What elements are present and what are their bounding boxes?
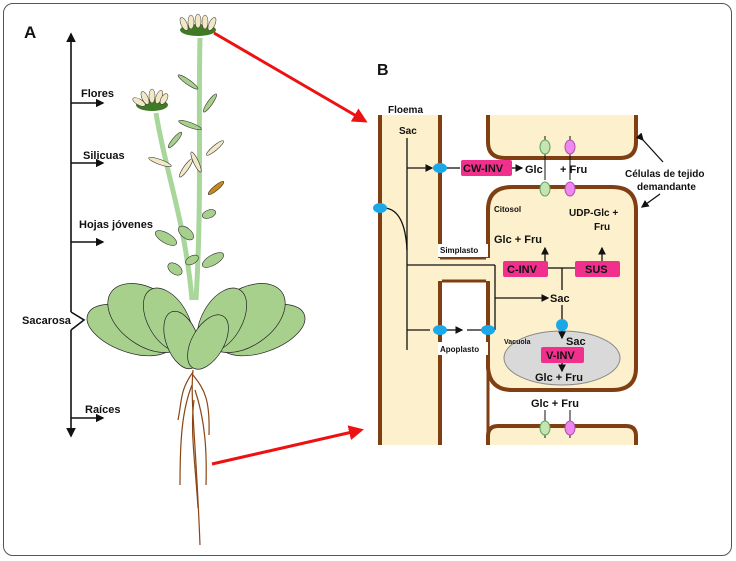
- c-inv-box: [503, 261, 548, 277]
- cytosol-sac: Sac: [550, 293, 570, 305]
- panel-a-label: A: [24, 23, 36, 42]
- red-arrow-bottom: [211, 425, 364, 466]
- side-stem: [153, 112, 195, 301]
- apoplast-fru: + Fru: [560, 164, 587, 176]
- flower-cluster-side: [132, 88, 169, 111]
- hexose-transporters: [539, 136, 576, 438]
- sucrose-axis: [66, 32, 105, 438]
- target-siliques: Silicuas: [83, 150, 125, 162]
- c-inv-label: C-INV: [507, 264, 538, 276]
- sink-cell-bottom: [486, 424, 638, 445]
- phloem-label: Floema: [388, 105, 423, 116]
- vacuole-glc-fru: Glc + Fru: [535, 372, 583, 384]
- vacuole-label: Vacuola: [504, 339, 531, 346]
- cytosol-label: Citosol: [494, 205, 521, 214]
- main-stem: [193, 37, 203, 301]
- sus-box: [575, 261, 620, 277]
- bottom-glc-fru: Glc + Fru: [531, 398, 579, 410]
- target-flowers: Flores: [81, 88, 114, 100]
- sus-label: SUS: [585, 264, 608, 276]
- arabidopsis-plant: [86, 13, 306, 546]
- sucrose-transporters: [373, 163, 568, 335]
- sink-cells-label: Células de tejido: [625, 169, 704, 180]
- phloem-cell: [380, 115, 440, 445]
- target-roots: Raíces: [85, 404, 120, 416]
- cw-inv-label: CW-INV: [463, 163, 504, 175]
- udp-glc-label: UDP-Glc +: [569, 208, 618, 219]
- flow-lines: [384, 132, 664, 373]
- phloem-sac-label: Sac: [399, 126, 417, 137]
- vacuole-sac: Sac: [566, 336, 586, 348]
- red-arrow-top: [213, 31, 368, 123]
- apoplast-label: Apoplasto: [440, 345, 479, 354]
- flower-cluster-top: [179, 13, 217, 36]
- v-inv-box: [541, 347, 584, 363]
- simplast-label: Simplasto: [440, 246, 478, 255]
- fru-label: Fru: [594, 222, 610, 233]
- cw-inv-box: [461, 160, 512, 176]
- target-young-leaves: Hojas jóvenes: [79, 219, 153, 231]
- panel-b-label: B: [377, 62, 389, 79]
- roots: [177, 369, 210, 546]
- apoplast-glc: Glc: [525, 164, 543, 176]
- cytosol-glc-fru: Glc + Fru: [494, 234, 542, 246]
- rosette-leaves: [86, 283, 306, 370]
- sink-cell-top: [486, 115, 638, 160]
- v-inv-label: V-INV: [546, 350, 575, 362]
- sucrose-label: Sacarosa: [22, 315, 72, 327]
- sink-cells-label-2: demandante: [637, 182, 696, 193]
